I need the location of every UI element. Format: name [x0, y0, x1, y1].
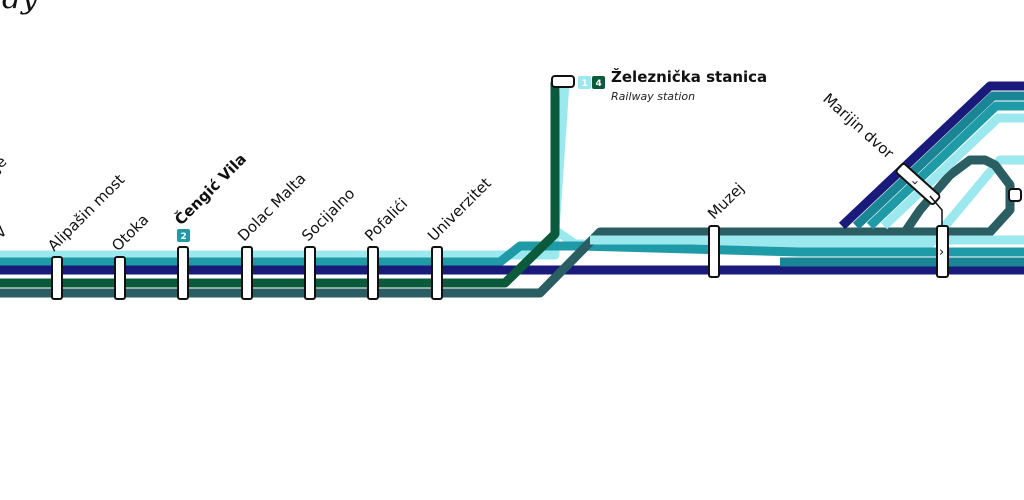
cengic-vila-line-badge: 2 [177, 229, 190, 242]
line-navy-diagonal [838, 81, 1024, 230]
marijin-dvor-connector [929, 195, 943, 226]
stop-alipasin-most[interactable] [51, 256, 63, 300]
stop-dolac-malta[interactable] [241, 246, 253, 300]
label-muzej: Muzej [704, 179, 748, 223]
label-left-edge-1: je [0, 153, 10, 176]
label-dolac-malta: Dolac Malta [234, 170, 309, 245]
hub-badge-1-bg [578, 76, 591, 89]
stop-otoka[interactable] [114, 256, 126, 300]
direction-arrow-icon: › [939, 245, 944, 260]
hub-badge-4: 4 [596, 79, 602, 89]
hub-subtitle: Railway station [611, 90, 695, 103]
label-left-edge-2: TV [0, 222, 11, 250]
hub-badge-1: 1 [582, 79, 588, 89]
hub-badge-4-bg [592, 76, 605, 89]
stop-marijin-dvor-diagonal[interactable] [895, 163, 941, 205]
label-marijin-dvor: Marijin dvor [819, 90, 898, 163]
stops [51, 75, 1022, 300]
stop-muzej[interactable] [708, 225, 720, 278]
label-socijalno: Socijalno [298, 184, 358, 244]
stop-right-edge-loop[interactable] [1008, 188, 1022, 202]
hub-title: Železnička stanica [611, 67, 767, 86]
line-mid-teal-diagonal [852, 91, 1024, 230]
label-univerzitet: Univerzitet [424, 174, 495, 245]
stop-socijalno[interactable] [304, 246, 316, 300]
direction-arrow-icon: › [907, 180, 922, 185]
label-otoka: Otoka [108, 211, 152, 255]
line-teal [0, 241, 1024, 267]
stop-pofalici[interactable] [367, 246, 379, 300]
label-cengic-vila: Čengić Vila [170, 149, 250, 229]
label-pofalici: Pofalići [361, 195, 411, 245]
stop-univerzitet[interactable] [431, 246, 443, 300]
badge-line-2: 2 [181, 232, 187, 242]
hub-zeljeznicka-stanica: 1 4 Železnička stanica Railway station [578, 67, 767, 103]
corner-title-fragment: dy [2, 0, 39, 16]
stop-cengic-vila[interactable] [177, 246, 189, 300]
stop-zeljeznicka-stanica[interactable] [551, 75, 575, 88]
tram-lines [0, 81, 1024, 298]
